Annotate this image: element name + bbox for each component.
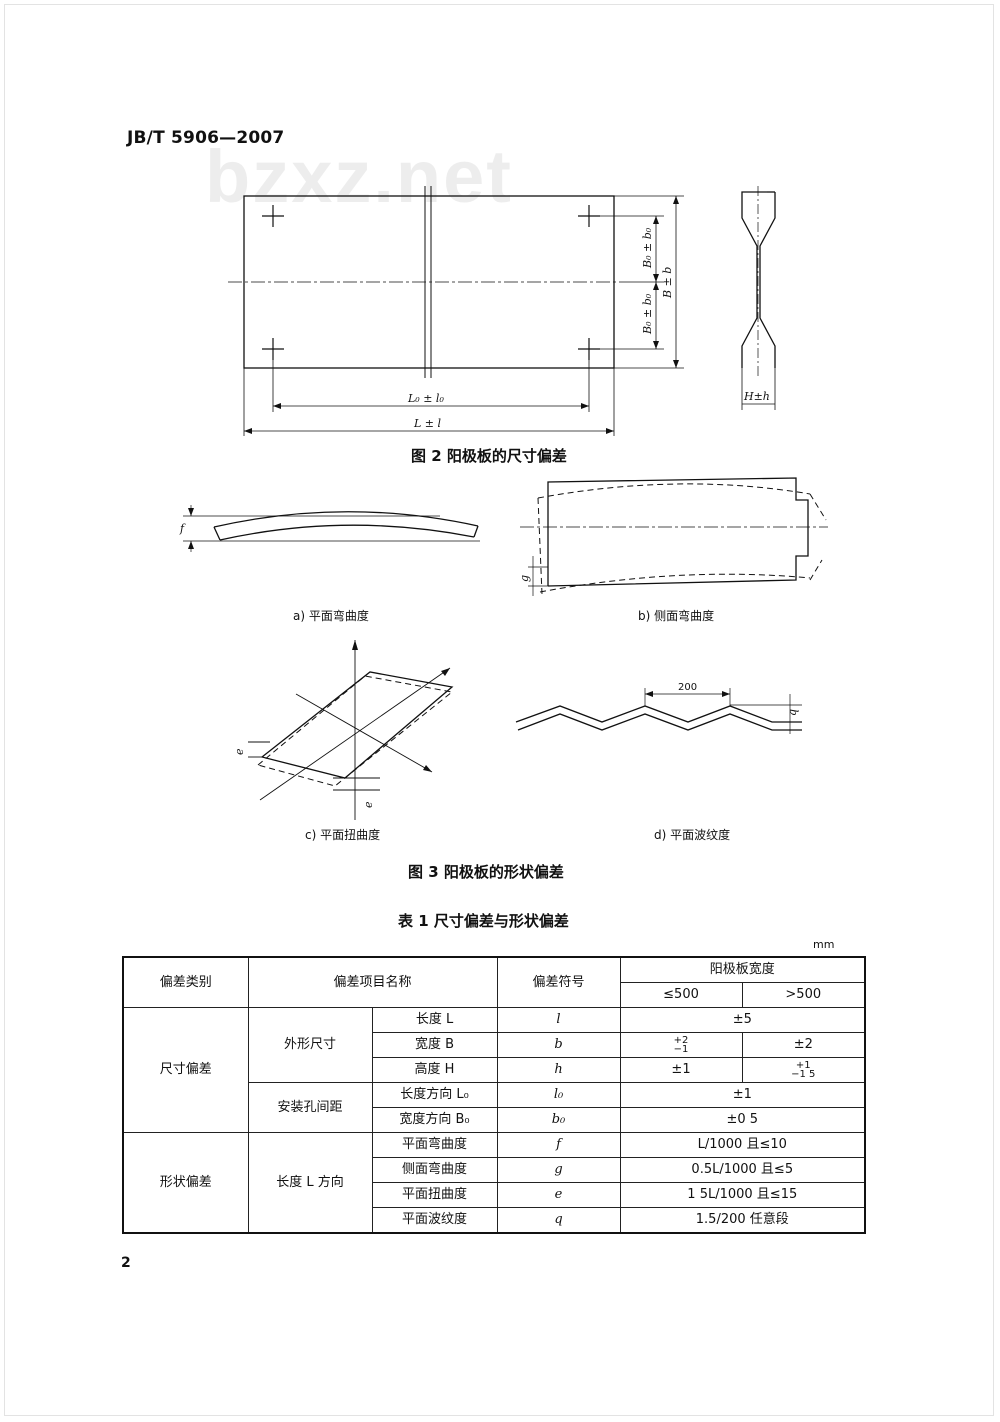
subcaption-d: d) 平面波纹度 [654,828,731,842]
row-name: 长度方向 L₀ [371,1082,498,1108]
row-name: 侧面弯曲度 [371,1157,498,1183]
label-e1: e [233,748,246,755]
group-hole: 安装孔间距 [247,1082,373,1133]
header-item: 偏差项目名称 [247,956,498,1008]
dim-l0: L₀ ± l₀ [407,392,444,405]
subcaption-c: c) 平面扭曲度 [305,828,381,842]
row-symbol: l [496,1007,621,1033]
table-row: 高度 H h ±1 +1−1 5 [123,1057,866,1083]
table-row: 侧面弯曲度 g 0.5L/1000 且≤5 [123,1157,866,1183]
value-lower: −1 5 [791,1069,816,1080]
figure-3-caption: 图 3 阳极板的形状偏差 [408,863,564,881]
table-title: 表 1 尺寸偏差与形状偏差 [398,912,569,930]
row-name: 长度 L [371,1007,498,1033]
header-width-large: >500 [741,982,866,1008]
value-upper: +2 [673,1035,689,1046]
row-value: ±5 [619,1007,866,1033]
row-name: 平面扭曲度 [371,1182,498,1208]
label-q: q [786,709,799,716]
group-outer: 外形尺寸 [247,1007,373,1083]
table-row: 平面波纹度 q 1.5/200 任意段 [123,1207,866,1234]
page-number: 2 [121,1255,131,1271]
row-value-large: ±2 [741,1032,866,1058]
row-symbol: h [496,1057,621,1083]
row-symbol: g [496,1157,621,1183]
subcaption-a: a) 平面弯曲度 [293,609,369,623]
header-width-small: ≤500 [619,982,743,1008]
row-symbol: e [496,1182,621,1208]
tolerance-table: 偏差类别 偏差项目名称 偏差符号 阳极板宽度 ≤500 >500 尺寸偏差 外形… [122,956,867,1234]
subcaption-b: b) 侧面弯曲度 [638,609,715,623]
row-value: 1 5L/1000 且≤15 [619,1182,866,1208]
dim-h: H±h [743,390,770,403]
row-value-large: +1−1 5 [741,1057,866,1083]
label-g: g [518,575,531,582]
value-lower: −1 [673,1044,689,1055]
row-symbol: l₀ [496,1082,621,1108]
row-value-small: +2−1 [619,1032,743,1058]
group-dim: 尺寸偏差 [122,1007,249,1133]
dim-l-total: L ± l [413,417,442,430]
table-row: 形状偏差 长度 L 方向 平面弯曲度 f L/1000 且≤10 [122,1132,866,1234]
label-e2: e [362,801,375,808]
header-symbol: 偏差符号 [496,956,621,1008]
row-value: 1.5/200 任意段 [619,1207,866,1234]
dim-b-total: B ± b [661,267,674,299]
value-upper: +1 [795,1060,811,1071]
figure-2-drawing: B₀ ± b₀ B₀ ± b₀ B ± b L₀ ± l₀ L ± l H±h [228,186,776,436]
row-value-small: ±1 [619,1057,743,1083]
row-name: 高度 H [371,1057,498,1083]
label-f: f [179,522,186,535]
row-name: 平面波纹度 [371,1207,498,1234]
row-symbol: b₀ [496,1107,621,1133]
row-name: 宽度 B [371,1032,498,1058]
row-value: ±0 5 [619,1107,866,1133]
header-category: 偏差类别 [122,956,249,1008]
table-row: 平面扭曲度 e 1 5L/1000 且≤15 [123,1182,866,1208]
dim-b0-bottom: B₀ ± b₀ [641,293,654,335]
table-subheader-row: ≤500 >500 [123,982,866,1008]
page-border [4,4,994,1416]
group-shape: 形状偏差 [122,1132,249,1234]
label-200: 200 [678,682,697,693]
row-name: 宽度方向 B₀ [371,1107,498,1133]
table-unit: mm [813,938,835,951]
row-symbol: b [496,1032,621,1058]
table-row: 宽度方向 B₀ b₀ ±0 5 [123,1107,866,1133]
header-width: 阳极板宽度 [619,956,866,983]
table-row: 尺寸偏差 外形尺寸 长度 L l ±5 [122,1007,866,1133]
row-symbol: q [496,1207,621,1234]
figure-2-caption: 图 2 阳极板的尺寸偏差 [411,447,567,465]
dim-b0-top: B₀ ± b₀ [641,227,654,269]
row-value: L/1000 且≤10 [619,1132,866,1158]
watermark: bzxz.net [205,135,513,218]
standard-number: JB/T 5906—2007 [127,128,285,148]
row-value: ±1 [619,1082,866,1108]
figure-3-drawing: f g e e q 200 [179,477,828,820]
group-length-dir: 长度 L 方向 [247,1132,373,1234]
row-name: 平面弯曲度 [371,1132,498,1158]
table-header-row: 偏差类别 偏差项目名称 偏差符号 阳极板宽度 [122,956,866,1008]
row-value: 0.5L/1000 且≤5 [619,1157,866,1183]
row-symbol: f [496,1132,621,1158]
